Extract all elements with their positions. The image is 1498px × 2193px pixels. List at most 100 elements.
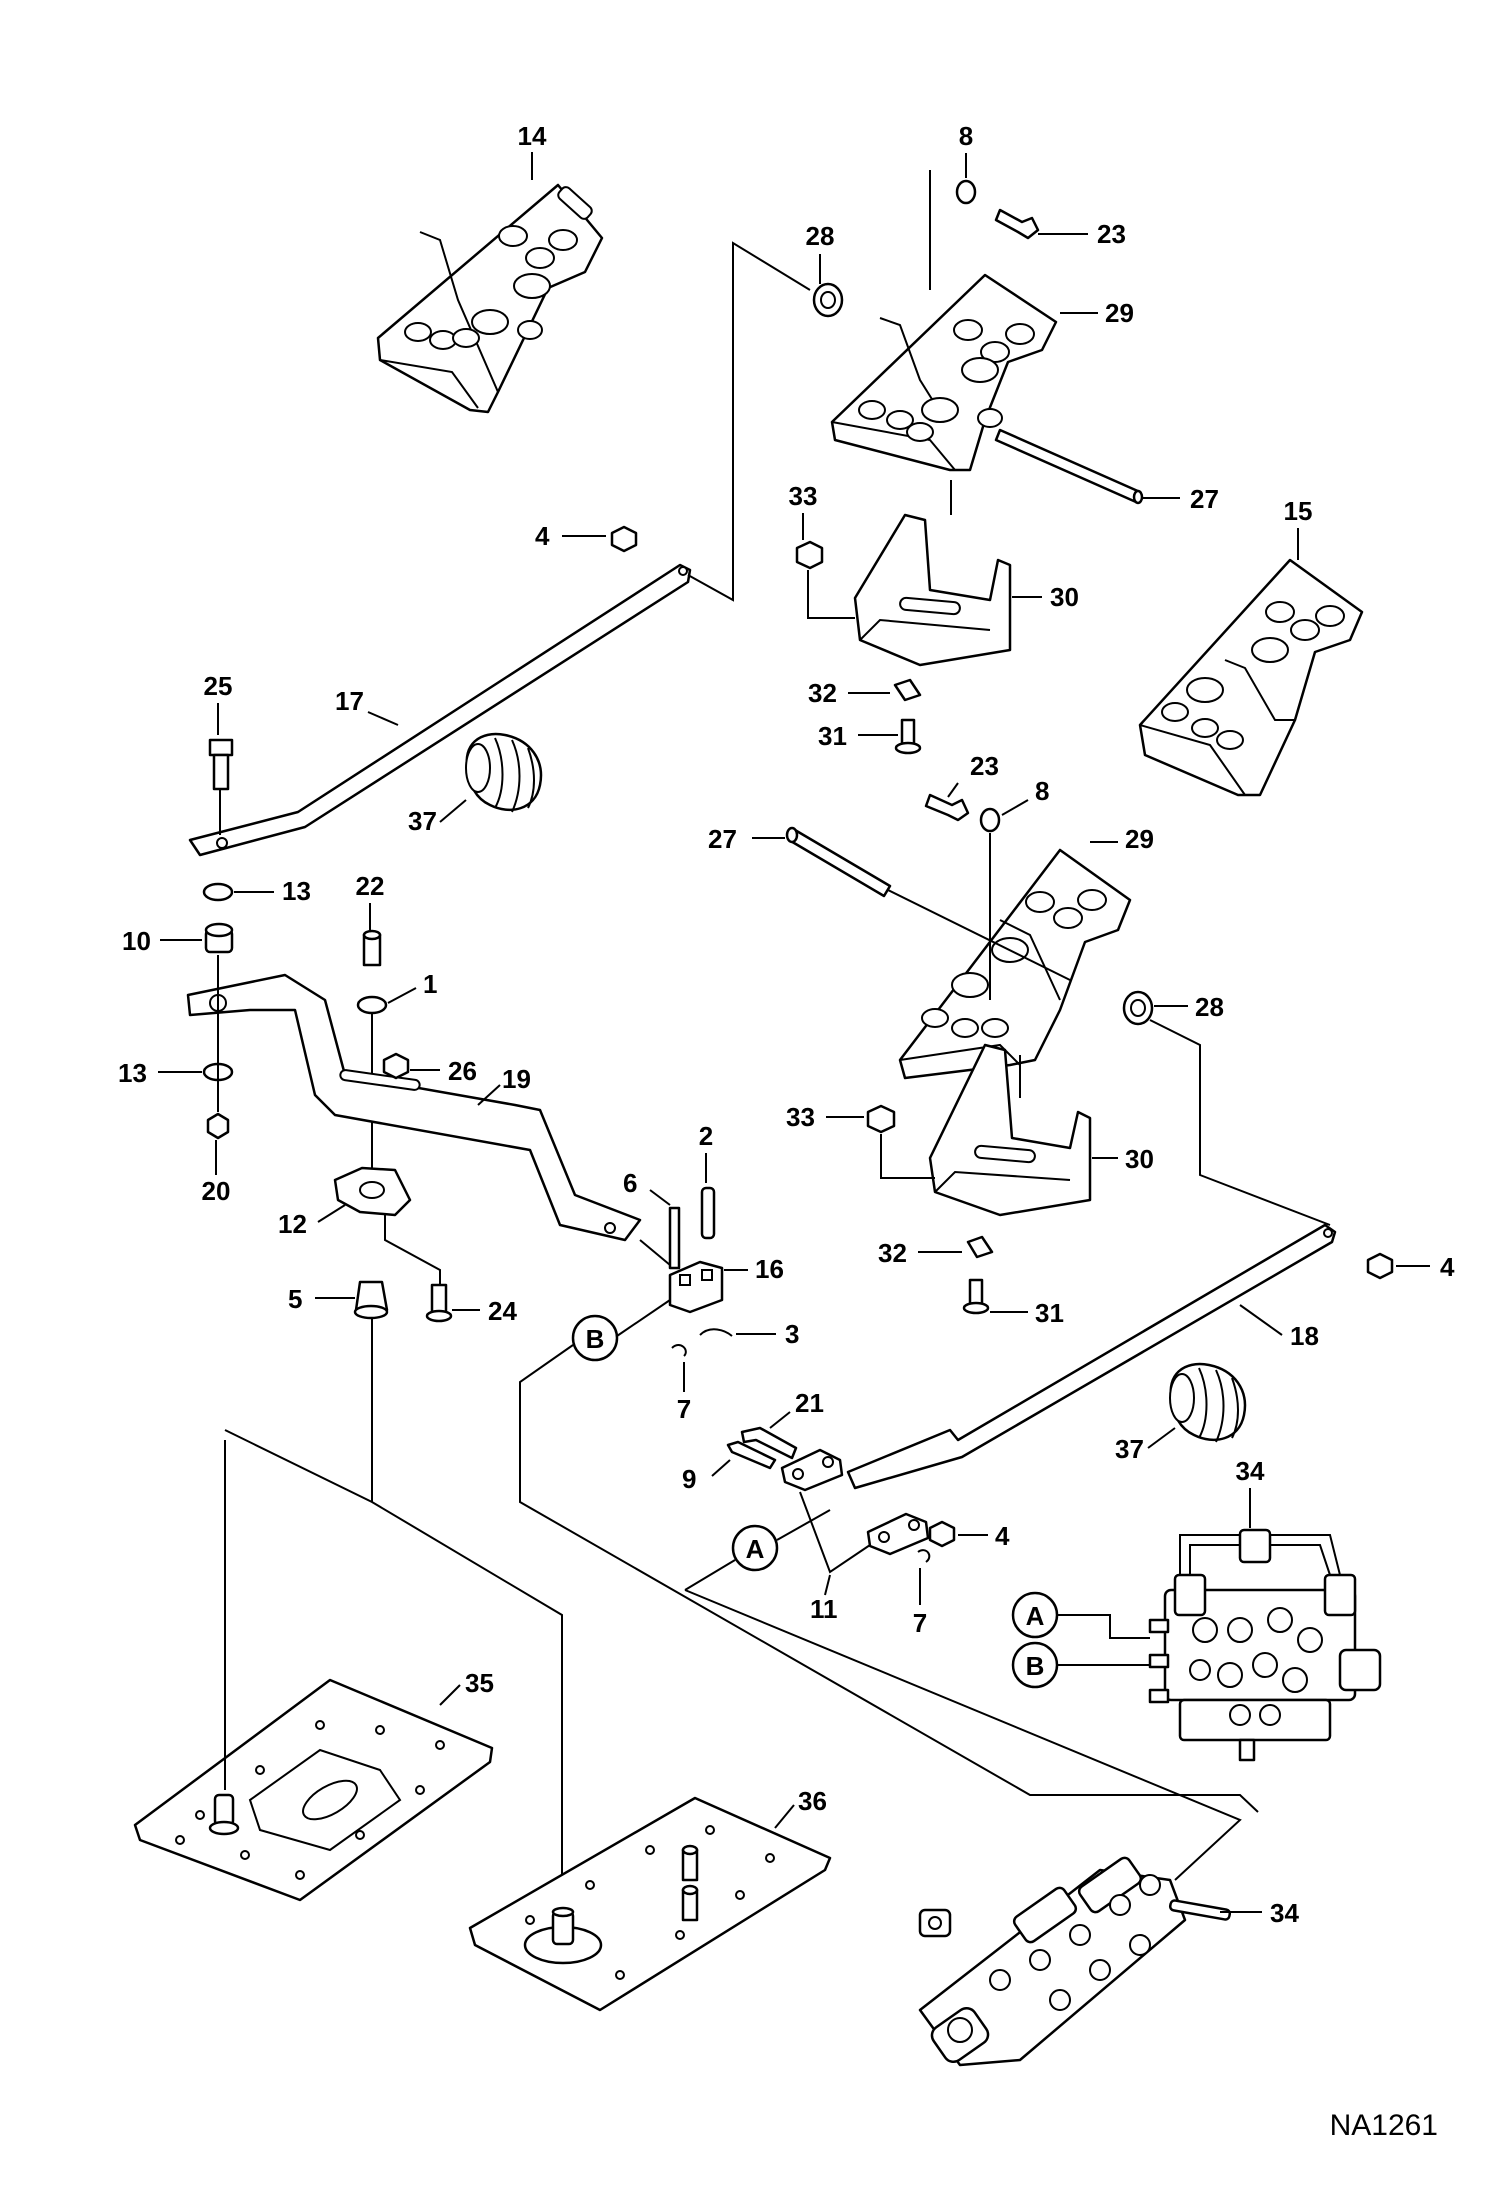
bolt-31-lower <box>962 1278 990 1315</box>
connector-b-valve: B <box>1011 1641 1059 1689</box>
leader-9 <box>711 1459 731 1477</box>
plate-36 <box>468 1796 832 2012</box>
callout-31-upper: 31 <box>818 721 847 751</box>
leader-6 <box>649 1189 671 1206</box>
pedal-29-upper <box>830 273 1058 472</box>
callout-35: 35 <box>465 1668 494 1698</box>
clip-32-upper <box>893 678 922 702</box>
link-19-16 <box>639 1239 671 1266</box>
washer-8-lower <box>979 807 1001 833</box>
callout-19: 19 <box>502 1064 531 1094</box>
washer-8-upper <box>955 179 977 205</box>
connector-b-main-label: B <box>586 1324 605 1354</box>
callout-27-upper: 27 <box>1190 484 1219 514</box>
link-33-30-lower <box>880 1134 935 1179</box>
callout-30-lower: 30 <box>1125 1144 1154 1174</box>
leader-21 <box>769 1411 791 1429</box>
callout-20: 20 <box>202 1176 231 1206</box>
callout-8-upper: 8 <box>959 121 973 151</box>
nut-33-lower <box>866 1104 896 1134</box>
callout-21: 21 <box>795 1388 824 1418</box>
callout-6: 6 <box>623 1168 637 1198</box>
callout-34-upper: 34 <box>1236 1456 1265 1486</box>
callout-31-lower: 31 <box>1035 1298 1064 1328</box>
callout-11: 11 <box>810 1594 838 1624</box>
clip-7-left <box>671 1344 687 1357</box>
callout-28-upper: 28 <box>806 221 835 251</box>
link-17-28 <box>687 241 811 602</box>
callout-37-upper: 37 <box>408 806 437 836</box>
callout-23-lower: 23 <box>970 751 999 781</box>
link-a-valve <box>1057 1614 1150 1639</box>
callout-26: 26 <box>448 1056 477 1086</box>
pedal-15 <box>1138 558 1364 797</box>
callout-28-lower: 28 <box>1195 992 1224 1022</box>
callout-30-upper: 30 <box>1050 582 1079 612</box>
leader-8-lower <box>1001 799 1029 816</box>
callout-14: 14 <box>518 121 547 151</box>
callout-34-lower: 34 <box>1270 1898 1299 1928</box>
callout-3: 3 <box>785 1319 799 1349</box>
leader-18 <box>1239 1304 1283 1336</box>
callout-2: 2 <box>699 1121 713 1151</box>
valve-34-lower <box>918 1856 1232 2067</box>
callout-1: 1 <box>423 969 437 999</box>
callout-24: 24 <box>488 1296 517 1326</box>
axis-line-27-lower <box>887 889 1071 981</box>
nut-4-right <box>1366 1252 1394 1280</box>
link-a-lower-valve <box>684 1589 1242 1881</box>
bolt-24 <box>425 1283 453 1323</box>
leader-19 <box>477 1084 501 1106</box>
bolt-31-upper <box>894 718 922 755</box>
callout-33-lower: 33 <box>786 1102 815 1132</box>
bracket-12 <box>333 1166 412 1217</box>
callout-7-left: 7 <box>677 1394 691 1424</box>
callout-13-upper: 13 <box>282 876 311 906</box>
connector-a-main: A <box>731 1524 779 1572</box>
callout-36: 36 <box>798 1786 827 1816</box>
link-12-24 <box>384 1215 441 1285</box>
callout-9: 9 <box>682 1464 696 1494</box>
leader-11 <box>799 1491 871 1574</box>
leader-36 <box>774 1804 795 1829</box>
connector-a-main-label: A <box>746 1534 765 1564</box>
clip-3 <box>699 1328 733 1337</box>
pin-27-lower <box>785 826 892 898</box>
leader-35 <box>439 1684 461 1706</box>
bolt-23-lower <box>924 793 970 822</box>
link-b-valve <box>519 1344 1259 1813</box>
bolt-22 <box>362 929 382 967</box>
callout-29-lower: 29 <box>1125 824 1154 854</box>
callout-37-lower: 37 <box>1115 1434 1144 1464</box>
valve-34-upper <box>1148 1528 1382 1762</box>
callout-5: 5 <box>288 1284 302 1314</box>
connector-b-main: B <box>571 1314 619 1362</box>
callout-13-lower: 13 <box>118 1058 147 1088</box>
bushing-28-lower <box>1122 990 1154 1026</box>
callout-8-lower: 8 <box>1035 776 1049 806</box>
nut-26 <box>382 1052 410 1080</box>
connector-b-valve-label: B <box>1026 1651 1045 1681</box>
clip-7-right <box>917 1549 931 1563</box>
lever-19 <box>186 973 642 1242</box>
callout-33-upper: 33 <box>789 481 818 511</box>
clevis-16 <box>668 1260 724 1314</box>
washer-1 <box>356 995 388 1015</box>
drawing-code: NA1261 <box>1330 2109 1438 2142</box>
clip-32-lower <box>966 1235 994 1259</box>
callout-12: 12 <box>278 1209 307 1239</box>
bracket-30-upper <box>853 513 1012 667</box>
link-11 <box>780 1448 930 1556</box>
link-a-11 <box>776 1509 831 1541</box>
pin-27-upper <box>994 428 1144 505</box>
link-b-16 <box>616 1299 671 1337</box>
leader-12 <box>317 1204 346 1223</box>
callout-16: 16 <box>755 1254 784 1284</box>
callout-32-lower: 32 <box>878 1238 907 1268</box>
nut-20 <box>206 1112 230 1140</box>
leader-17 <box>367 711 399 726</box>
leader-23-lower <box>947 782 959 798</box>
pedal-14 <box>376 183 604 414</box>
boot-37-lower <box>1169 1362 1247 1443</box>
